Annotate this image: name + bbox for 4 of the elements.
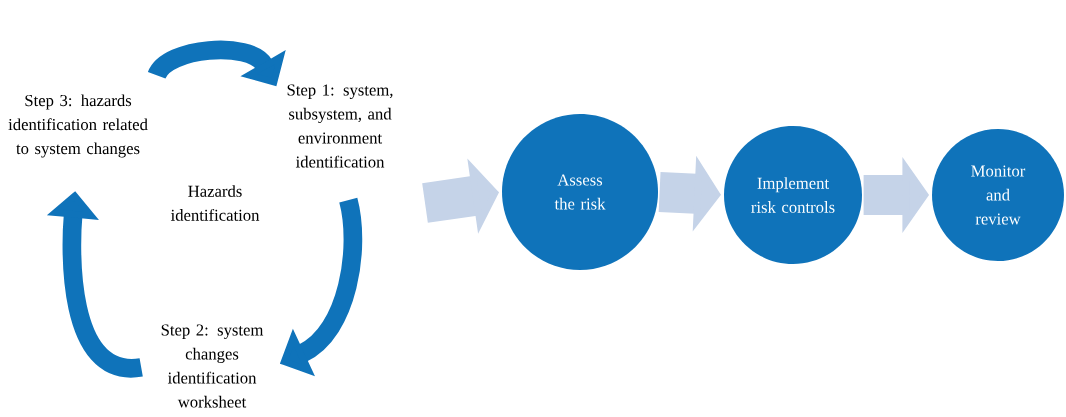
step-text: Step 1: system, subsystem, and environment identification (287, 84, 393, 168)
step-text: Hazards identification (170, 185, 260, 221)
step-text: Step 2: system changes identification worksheet (161, 324, 264, 408)
step-text: Step 3: hazards identification related to system changes (8, 94, 148, 158)
